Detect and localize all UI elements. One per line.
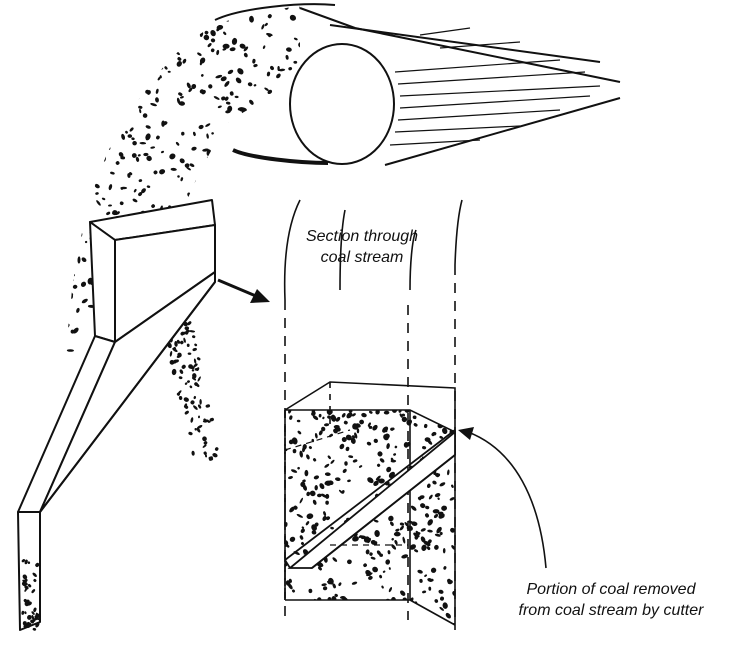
portion-label-line2: from coal stream by cutter	[486, 600, 736, 621]
conveyor-pulley	[215, 4, 620, 165]
arrow-to-section	[218, 280, 270, 303]
portion-label-line1: Portion of coal removed	[486, 579, 736, 600]
pointer-arrow	[458, 427, 546, 568]
sample-cutter	[18, 200, 215, 630]
section-box	[282, 378, 458, 630]
section-label-line2: coal stream	[262, 247, 462, 268]
section-label-line1: Section through	[262, 226, 462, 247]
section-label: Section through coal stream	[262, 226, 462, 268]
portion-label: Portion of coal removed from coal stream…	[486, 579, 736, 621]
